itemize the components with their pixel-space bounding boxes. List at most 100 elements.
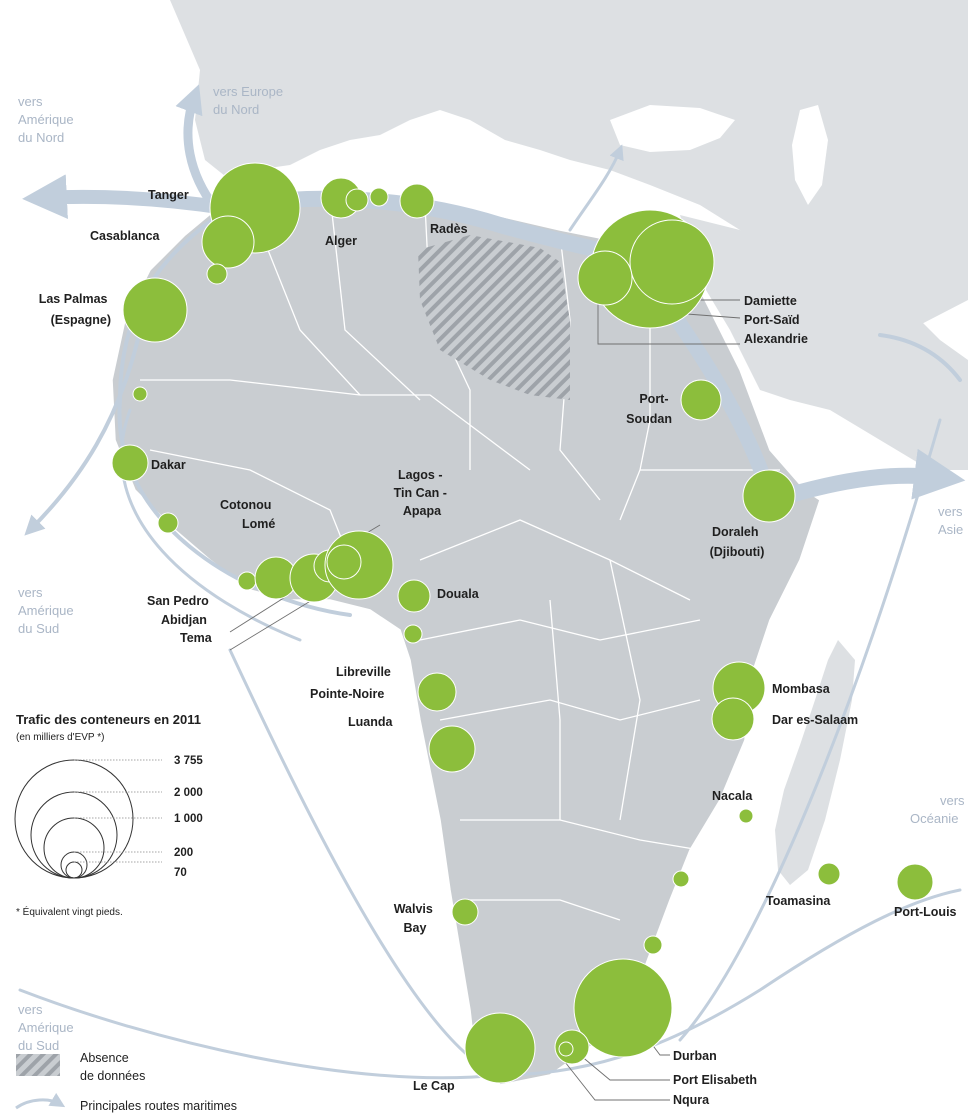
label-alexandrie: Alexandrie [744,332,808,346]
label-port-said: Port-Saïd [744,313,800,327]
legend-no-data-swatch [16,1054,60,1076]
label-nqura: Nqura [673,1093,710,1107]
sea-black [610,105,735,152]
port-doraleh[interactable] [742,469,796,523]
label-durban: Durban [673,1049,717,1063]
label-lome: Lomé [242,517,275,531]
label-rades: Radès [430,222,468,236]
port-port-soudan[interactable] [680,379,722,421]
label-le-cap: Le Cap [413,1079,455,1093]
dir-europe: vers Europe du Nord [213,84,287,117]
legend-no-data-label: Absence de données [80,1051,145,1083]
label-libreville: Libreville [336,665,391,679]
port-alexandrie[interactable] [577,250,633,306]
label-tema: Tema [180,631,213,645]
label-dar-es-salaam: Dar es-Salaam [772,713,858,727]
no-data-area-libya [418,235,570,400]
legend-value-200: 200 [174,847,193,859]
legend-title: Trafic des conteneurs en 2011 [16,712,201,727]
port-algeria-small[interactable] [369,187,389,207]
port-port-said[interactable] [629,219,715,305]
route-to-north-europe [175,84,220,213]
route-to-north-america [22,174,232,220]
port-douala[interactable] [397,579,431,613]
port-port-louis[interactable] [896,863,934,901]
port-pointe-noire[interactable] [417,672,457,712]
europe-landmass [170,0,968,330]
legend-scale-leaders [74,759,162,863]
port-cotonou[interactable] [326,544,362,580]
port-rades[interactable] [399,183,435,219]
label-port-soudan: Port- Soudan [626,392,672,426]
middle-east-landmass [680,215,968,470]
legend-value-2000: 2 000 [174,787,203,799]
label-walvis-bay: Walvis Bay [394,902,437,935]
route-atlantic-coast [117,216,352,617]
label-alger: Alger [325,234,357,248]
port-luanda[interactable] [428,725,476,773]
route-cape-south-america [18,988,502,1080]
legend-value-3755: 3 755 [174,755,203,767]
label-pointe-noire: Pointe-Noire [310,687,384,701]
port-durban[interactable] [573,958,673,1058]
label-lagos: Lagos - Tin Can - Apapa [394,468,451,518]
label-douala: Douala [437,587,480,601]
label-port-louis: Port-Louis [894,905,957,919]
port-dakar[interactable] [111,444,149,482]
route-suez-red-sea [664,304,776,498]
legend-route-swatch [15,1092,66,1110]
port-labels: Tanger Casablanca Las Palmas (Espagne) A… [39,188,957,1107]
dir-south-america-bottom: vers Amérique du Sud [18,1002,77,1053]
route-gulf [878,333,962,382]
label-san-pedro: San Pedro [147,594,209,608]
port-mauritania[interactable] [132,386,148,402]
port-alger-2[interactable] [345,188,369,212]
label-nacala: Nacala [712,789,753,803]
port-dar-es-salaam[interactable] [711,697,755,741]
port-small-morocco[interactable] [206,263,228,285]
route-aegean [568,144,624,232]
sea-caspian [792,105,828,205]
label-las-palmas: Las Palmas (Espagne) [39,292,111,327]
port-toamasina[interactable] [817,862,841,886]
port-nqura[interactable] [558,1041,574,1057]
legend-route-label: Principales routes maritimes [80,1099,237,1113]
legend: Trafic des conteneurs en 2011 (en millie… [14,712,237,1113]
port-nacala[interactable] [738,808,754,824]
port-circles [111,162,934,1084]
port-san-pedro[interactable] [237,571,257,591]
legend-footnote: * Équivalent vingt pieds. [16,905,123,918]
port-casablanca[interactable] [201,215,255,269]
dir-north-america: vers Amérique du Nord [18,94,77,145]
label-casablanca: Casablanca [90,229,161,243]
label-port-elisabeth: Port Elisabeth [673,1073,757,1087]
legend-value-70: 70 [174,867,187,879]
label-dakar: Dakar [151,458,186,472]
dir-oceania: vers Océanie [910,793,968,826]
port-libreville[interactable] [403,624,423,644]
port-conakry[interactable] [157,512,179,534]
route-east-coast [498,888,962,1077]
route-to-asia [782,448,966,503]
port-walvis-bay[interactable] [451,898,479,926]
port-las-palmas[interactable] [122,277,188,343]
madagascar [775,640,855,885]
label-toamasina: Toamasina [766,894,831,908]
dir-asia: vers Asie [938,504,966,537]
route-to-south-america [24,328,142,536]
label-mombasa: Mombasa [772,682,831,696]
dir-south-america-mid: vers Amérique du Sud [18,585,77,636]
label-cotonou: Cotonou [220,498,271,512]
label-luanda: Luanda [348,715,393,729]
port-le-cap[interactable] [464,1012,536,1084]
legend-subtitle: (en milliers d'EVP *) [16,732,104,743]
port-beira[interactable] [672,870,690,888]
label-abidjan: Abidjan [161,613,207,627]
label-damiette: Damiette [744,294,797,308]
route-east-up [678,418,942,1042]
label-tanger: Tanger [148,188,189,202]
direction-labels: vers Amérique du Nord vers Europe du Nor… [18,84,968,1053]
port-maputo[interactable] [643,935,663,955]
